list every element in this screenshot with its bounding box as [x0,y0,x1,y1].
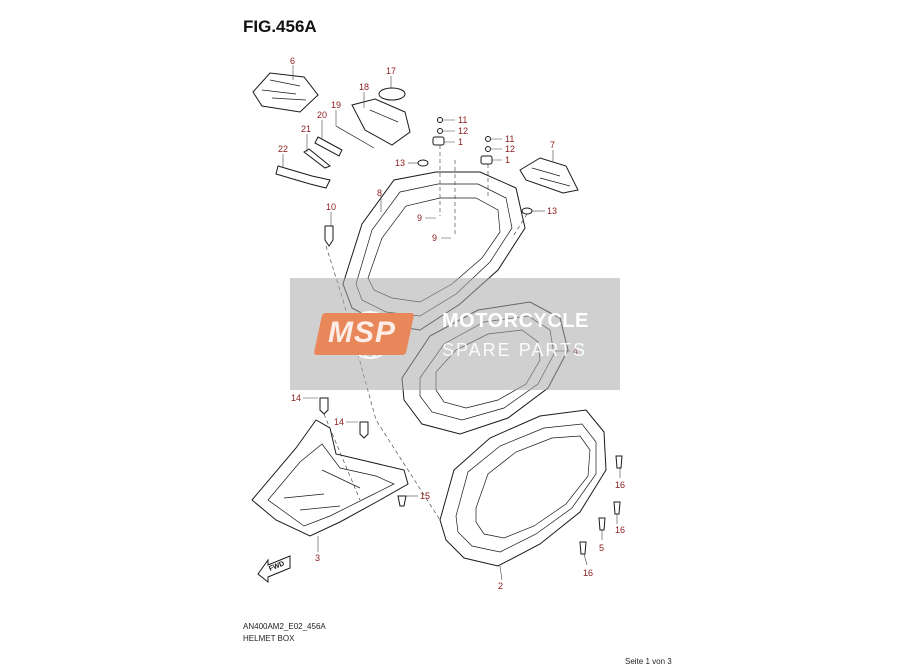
watermark-logo-text: MSP [328,316,397,349]
callout: 14 [291,393,301,403]
figure-title: FIG.456A [243,17,317,36]
watermark-line-2: SPARE PARTS [442,340,588,360]
watermark-line-1: MOTORCYCLE [442,310,589,332]
figure-code: AN400AM2_E02_456A [243,622,326,631]
callout: 21 [301,124,311,134]
callout-numbers: 6 17 18 19 20 21 22 11 12 1 11 12 1 7 13… [278,56,625,591]
page-indicator: Seite 1 von 3 [625,657,672,666]
callout: 17 [386,66,396,76]
callout: 14 [334,417,344,427]
callout: 20 [317,110,327,120]
callout: 9 [417,213,422,223]
assembly-lines [323,145,528,521]
callout: 12 [458,126,468,136]
callout: 11 [458,115,467,125]
part-7-bracket [519,157,579,194]
callout: 18 [359,82,369,92]
callout: 16 [583,568,593,578]
callout: 9 [432,233,437,243]
callout: 6 [290,56,295,66]
part-17-o-ring [378,87,406,101]
figure-caption: HELMET BOX [243,634,295,643]
part-20-tube [314,136,343,157]
callout: 3 [315,553,320,563]
callout: 1 [505,155,510,165]
part-18-cover [351,98,411,146]
fasteners-bottom [319,397,623,555]
part-6-tool-pouch [252,72,319,113]
callout: 22 [278,144,288,154]
callout: 13 [395,158,405,168]
callout: 16 [615,525,625,535]
part-22-spanner [275,165,331,189]
callout: 11 [505,134,514,144]
callout: 2 [498,581,503,591]
part-2-helmet-box [439,409,607,567]
callout: 8 [377,188,382,198]
callout: 19 [331,100,341,110]
callout: 13 [547,206,557,216]
callout: 12 [505,144,515,154]
fwd-arrow-icon: FWD [257,555,291,584]
callout: 16 [615,480,625,490]
part-19-rod [335,125,375,149]
part-3-bracket-frame [251,419,409,537]
callout: 15 [420,491,430,501]
watermark-banner: MSP MOTORCYCLE SPARE PARTS [290,278,620,390]
callout: 1 [458,137,463,147]
callout: 10 [326,202,336,212]
part-21-wrench [303,148,331,169]
callout: 5 [599,543,604,553]
callout: 7 [550,140,555,150]
